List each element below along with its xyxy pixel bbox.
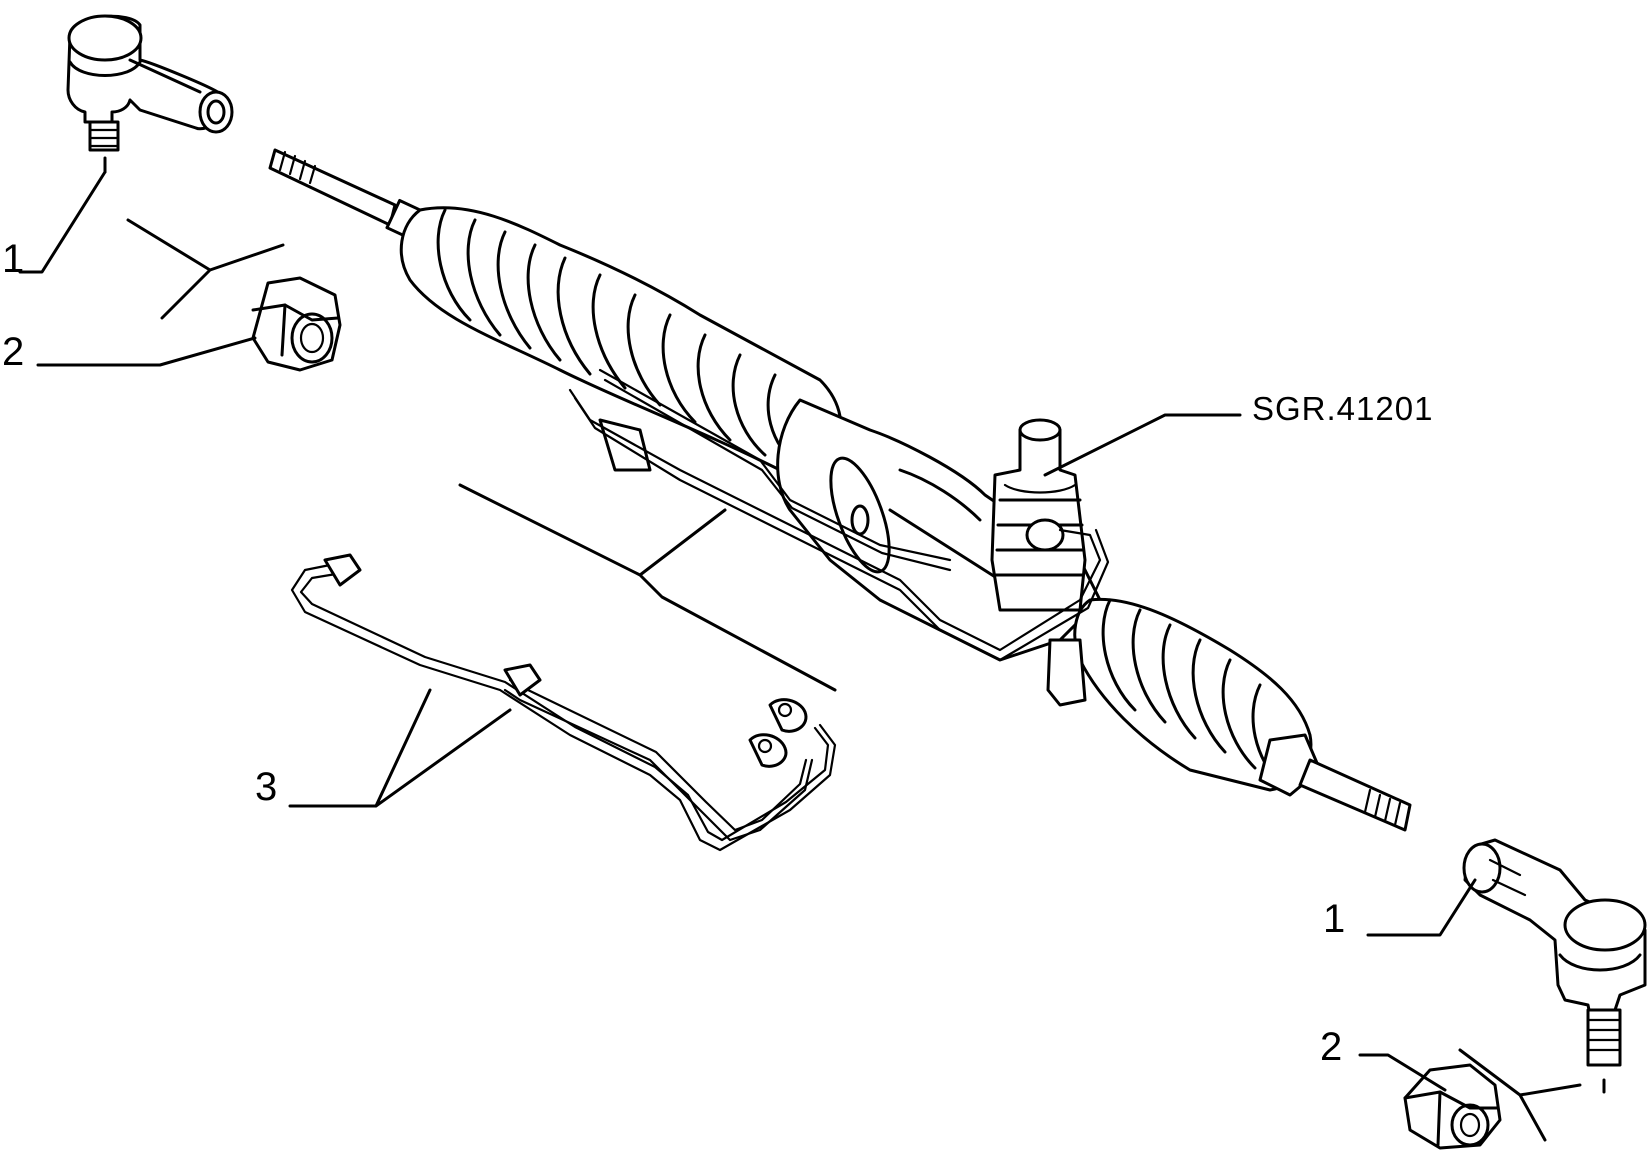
callout-1-lower: 1 <box>1323 897 1345 941</box>
callout-1-upper: 1 <box>2 237 24 281</box>
callout-3: 3 <box>255 765 277 809</box>
callout-2-lower: 2 <box>1320 1025 1342 1069</box>
nut-lower <box>1403 1063 1502 1150</box>
leader-line-1-lower <box>1366 878 1477 937</box>
axis-line-pipes <box>458 483 837 692</box>
leader-line-3 <box>288 688 512 808</box>
callout-2-upper: 2 <box>2 330 24 374</box>
steering-rack-assembly <box>268 148 1412 832</box>
tie-rod-end-lower <box>1462 838 1647 1094</box>
leader-line-2-lower <box>1358 1053 1447 1092</box>
axis-line-lower-right <box>1458 1048 1582 1142</box>
axis-line-upper-left <box>126 218 285 320</box>
leader-line-2-upper <box>36 336 257 367</box>
nut-upper <box>251 276 342 372</box>
leader-line-assembly <box>1043 413 1242 477</box>
pipe-set <box>290 553 837 852</box>
tie-rod-end-upper <box>66 14 234 174</box>
leader-line-1-upper <box>18 170 107 274</box>
assembly-code-label: SGR.41201 <box>1252 390 1433 427</box>
